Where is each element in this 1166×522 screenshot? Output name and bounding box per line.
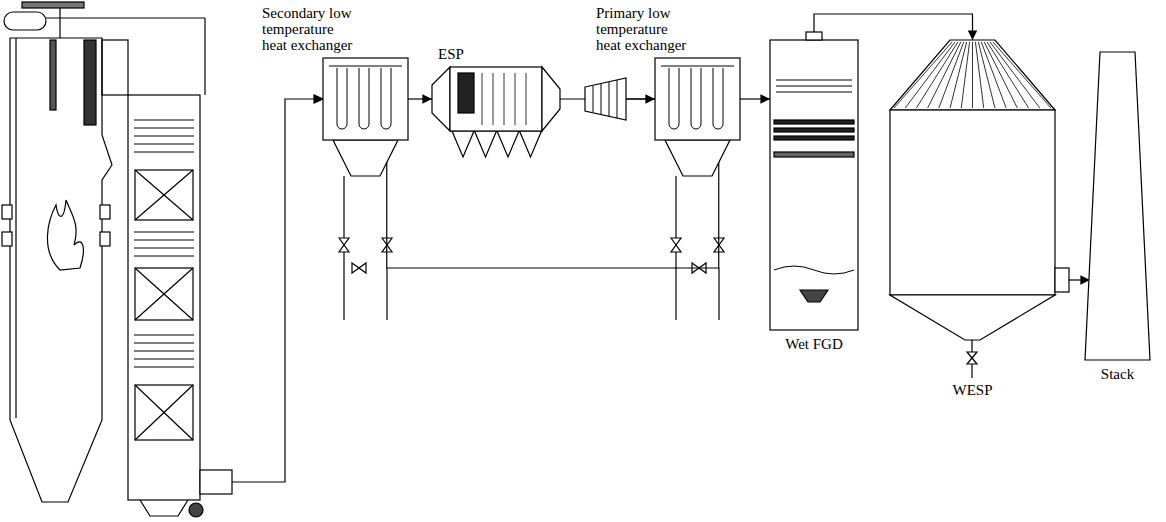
burner bbox=[100, 205, 110, 219]
flow-connector bbox=[1069, 279, 1090, 280]
riser-pipe bbox=[204, 18, 205, 95]
back-pass bbox=[128, 95, 200, 500]
burner bbox=[2, 205, 12, 219]
heat-exchanger: Secondary low temperature heat exchanger bbox=[323, 58, 408, 140]
crossover-duct bbox=[102, 40, 128, 95]
platen-superheater bbox=[84, 40, 96, 125]
induced-draft-fan bbox=[585, 78, 626, 120]
stack-outline bbox=[1085, 52, 1150, 360]
fgd-shape bbox=[770, 40, 858, 330]
equipment-label: Primary low temperature heat exchanger bbox=[596, 5, 696, 53]
equipment-label: Secondary low temperature heat exchanger bbox=[262, 5, 362, 53]
fgd-outline bbox=[770, 32, 858, 330]
wesp-shape bbox=[890, 40, 1055, 340]
hx-shape bbox=[323, 58, 408, 140]
stack: Stack bbox=[1085, 52, 1150, 360]
boiler-drum bbox=[4, 12, 46, 30]
steam-pipe bbox=[46, 17, 205, 18]
flow-connector bbox=[408, 98, 432, 99]
burner bbox=[2, 232, 12, 246]
water-pipe bbox=[344, 176, 719, 320]
electrostatic-precipitator: ESP bbox=[432, 67, 560, 131]
fan-blades bbox=[593, 80, 617, 118]
economizer-tubes bbox=[134, 120, 194, 367]
fan-duct bbox=[626, 98, 655, 99]
fgd-tower: Wet FGD bbox=[770, 40, 858, 330]
flow-connector bbox=[740, 98, 770, 99]
esp-outline bbox=[432, 67, 560, 157]
feeder bbox=[189, 503, 203, 517]
flame bbox=[47, 200, 83, 270]
hx-outline bbox=[655, 58, 740, 176]
flue-duct bbox=[232, 99, 316, 482]
tube-bank bbox=[135, 170, 193, 440]
riser-pipe bbox=[59, 8, 60, 38]
flow-connector bbox=[387, 140, 719, 268]
equipment-label: WESP bbox=[952, 382, 992, 398]
water-wall bbox=[15, 38, 16, 418]
esp-shape bbox=[432, 67, 560, 131]
burner bbox=[100, 232, 110, 246]
valve-symbol bbox=[967, 352, 977, 364]
wesp-outline bbox=[890, 40, 1069, 340]
stack-shape bbox=[1085, 52, 1150, 360]
division-panel bbox=[50, 40, 56, 110]
boiler-outlet bbox=[200, 470, 232, 494]
equipment-label: ESP bbox=[438, 46, 464, 62]
flow-arrow bbox=[314, 95, 323, 103]
hx-outline bbox=[323, 58, 408, 176]
ash-hopper bbox=[140, 500, 188, 516]
equipment-label: Stack bbox=[1101, 366, 1134, 382]
equipment-label: Wet FGD bbox=[785, 336, 843, 352]
heat-exchanger: Primary low temperature heat exchanger bbox=[655, 58, 740, 140]
top-rod bbox=[22, 2, 84, 8]
wet-esp: WESP bbox=[890, 40, 1055, 340]
flow-connector bbox=[814, 14, 973, 40]
furnace-wall bbox=[10, 38, 112, 502]
hx-shape bbox=[655, 58, 740, 140]
